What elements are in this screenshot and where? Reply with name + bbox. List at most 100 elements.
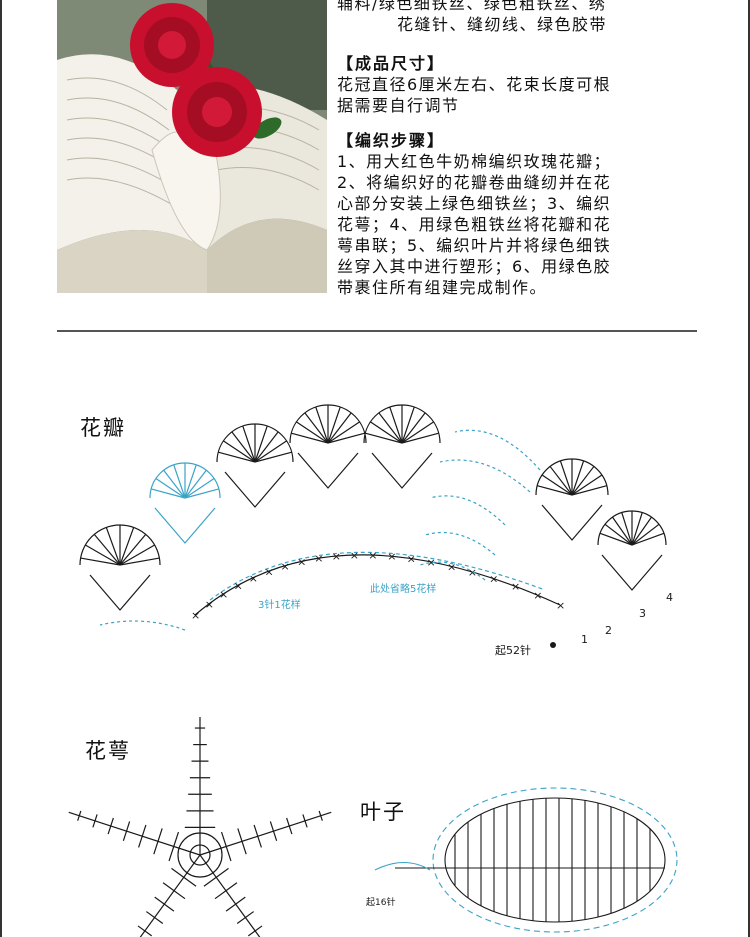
petal-stitch [571, 474, 603, 496]
petal-stitch [184, 478, 215, 499]
petal-stitch [631, 516, 652, 546]
sepal-stitch [286, 817, 293, 835]
steps-line-5: 萼串联；5、编织叶片并将绿色细铁 [337, 236, 612, 255]
sepal-stitch [253, 824, 262, 848]
petal-stitch [119, 527, 135, 566]
petal-fan-edge [597, 510, 667, 546]
petal-x-stitch: × [533, 589, 542, 602]
sepal-stitch [92, 814, 98, 828]
note-3in1: 3针1花样 [258, 598, 301, 611]
petal-chain [224, 471, 286, 508]
petal-stitch [296, 421, 329, 444]
sepal-stitch [107, 817, 114, 835]
petal-stitch [291, 432, 329, 444]
petal-stitch [85, 544, 121, 566]
petal-stitch [155, 478, 186, 499]
petal-stitch [378, 412, 403, 444]
petal-stitch [173, 464, 186, 499]
petal-stitch [119, 533, 147, 566]
leaf-stem [374, 861, 431, 871]
petal-x-stitch: × [489, 572, 498, 585]
petal-x-stitch: × [297, 555, 306, 568]
petal-x-stitch: × [556, 599, 565, 612]
petal-stitch [254, 451, 292, 463]
leaf-label: 叶子 [360, 800, 406, 824]
petal-stitch [254, 431, 279, 463]
petal-base-arc [194, 554, 561, 616]
steps-heading: 【编织步骤】 [337, 131, 446, 150]
petal-stitch [242, 425, 256, 463]
sepal-stitch [225, 896, 246, 912]
leaf-edge [432, 787, 678, 933]
petal-stitch [151, 488, 186, 499]
petal-x-stitch: × [249, 572, 258, 585]
petal-stitch [571, 485, 607, 496]
petal-x-stitch: × [368, 549, 377, 562]
petal-x-stitch: × [332, 550, 341, 563]
petal-stitch [571, 460, 585, 496]
petal-direction-arrow [99, 620, 186, 631]
petal-fan-edge [79, 524, 161, 566]
petal-stitch [401, 406, 415, 444]
sepal-stitch [162, 882, 186, 900]
steps-line-7: 带裹住所有组建完成制作。 [337, 278, 548, 297]
size-heading: 【成品尺寸】 [337, 54, 446, 73]
petal-stitch [537, 485, 573, 496]
section-divider [57, 330, 697, 332]
petal-x-stitch: × [314, 552, 323, 565]
sepal-stitch [236, 911, 254, 924]
rose-photo-illustration [57, 0, 327, 293]
petal-stitch [163, 469, 186, 499]
sepal-spine [68, 811, 201, 856]
petal-x-stitch: × [511, 580, 520, 593]
petal-fan-edge [216, 423, 294, 463]
petal-chain [371, 452, 433, 489]
petal-stitch [401, 432, 439, 444]
petal-stitch [327, 432, 365, 444]
petal-stitch [370, 421, 403, 444]
sepal-stitch [220, 831, 232, 862]
row-number-3: 3 [639, 607, 646, 620]
row-number-4: 4 [666, 591, 673, 604]
petal-x-stitch: × [264, 565, 273, 578]
petal-stitch [327, 421, 360, 444]
petal-start-label: 起52针 [495, 643, 531, 657]
petal-stitch [223, 440, 256, 463]
frame-left-border [0, 0, 2, 937]
sepal-stitch [146, 911, 164, 924]
sepal-stitch [203, 867, 229, 887]
petal-x-stitch: × [191, 609, 200, 622]
petal-x-stitch: × [219, 588, 228, 601]
petal-chain [297, 452, 359, 489]
petal-stitch [304, 412, 329, 444]
sepal-stitch [237, 828, 247, 855]
sepal-chart [68, 717, 332, 937]
sepal-spine [199, 811, 332, 856]
petal-x-stitch: × [234, 579, 243, 592]
petal-fan-edge [363, 404, 441, 444]
petal-stitch [401, 412, 426, 444]
petal-x-stitch: × [427, 556, 436, 569]
leaf-chart [374, 787, 678, 933]
petal-x-stitch: × [447, 560, 456, 573]
petal-stitch [612, 516, 633, 546]
petal-stitch [604, 523, 633, 546]
sepal-stitch [247, 925, 263, 937]
petal-stitch [184, 488, 219, 499]
steps-line-4: 花萼；4、用绿色粗铁丝将花瓣和花 [337, 215, 612, 234]
note-omit: 此处省略5花样 [370, 582, 436, 595]
sepal-stitch [154, 896, 175, 912]
sepal-stitch [269, 821, 278, 841]
petal-stitch [631, 532, 665, 546]
sepal-stitch [138, 824, 147, 848]
sepal-stitch [153, 828, 163, 855]
petal-direction-arrow [424, 531, 496, 556]
petal-stitch [119, 557, 160, 566]
petal-fan-edge [535, 458, 609, 496]
sepal-center-ring [189, 844, 211, 866]
materials-line-2: 花缝针、缝纫线、绿色胶带 [397, 15, 608, 34]
leaf-start-label: 起16针 [366, 896, 395, 908]
petal-stitch [231, 431, 256, 463]
row-number-1: 1 [581, 633, 588, 646]
petal-chart: ××××××××××××××××××××× [79, 404, 667, 648]
